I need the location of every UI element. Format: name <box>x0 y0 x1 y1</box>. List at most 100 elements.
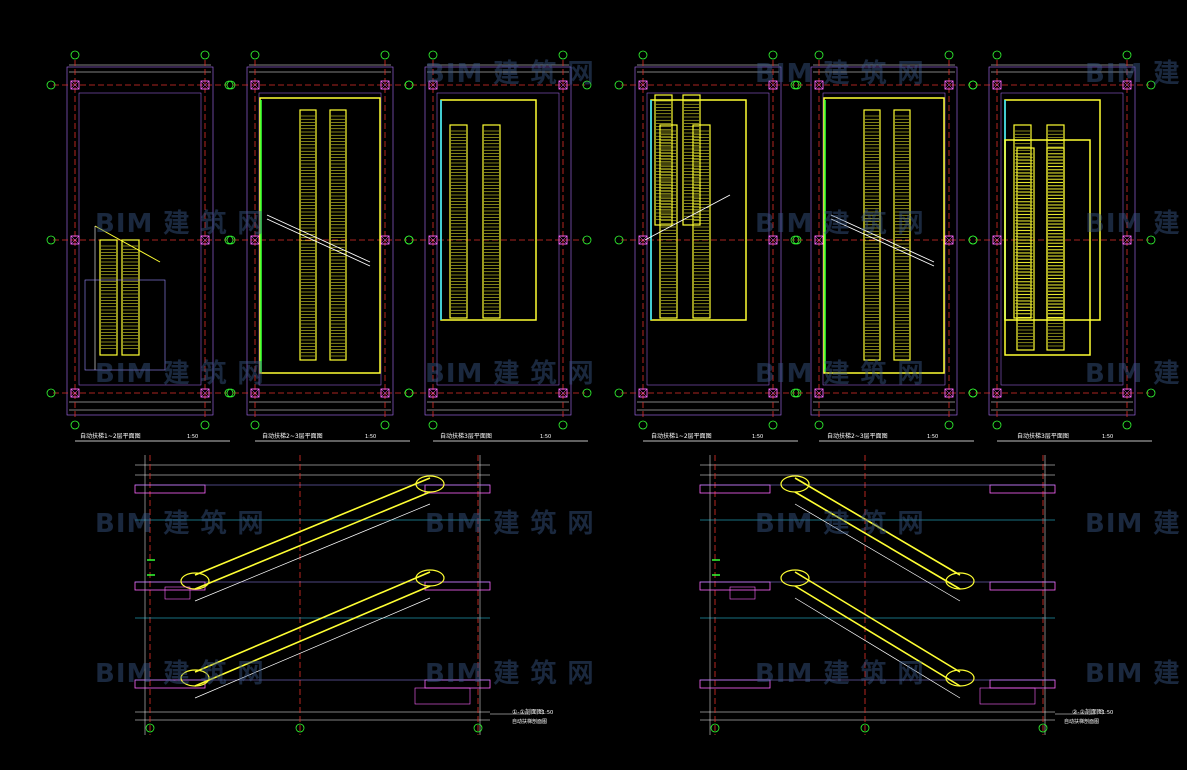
plan-4-scale: 1:50 <box>752 434 763 440</box>
column-marker <box>380 235 390 245</box>
plan-frame-outer <box>66 66 214 416</box>
bim-watermark-logo: BIM 建 筑 网 <box>755 208 925 239</box>
escalator-band <box>121 239 140 356</box>
drawing-linework <box>46 50 1156 735</box>
grid-bubble-top <box>200 50 210 60</box>
grid-bubble-left <box>790 235 800 245</box>
grid-bubble-left <box>968 80 978 90</box>
grid-bubble-bottom <box>860 723 870 733</box>
column-hatch <box>200 388 210 398</box>
grid-bubble-top <box>638 50 648 60</box>
column-marker <box>944 235 954 245</box>
grid-bubble-top <box>1122 50 1132 60</box>
break-line <box>830 218 935 267</box>
bim-watermark-logo: BIM 建 筑 网 <box>425 508 595 539</box>
column-hatch <box>814 80 824 90</box>
section-2-scale: 1:50 <box>1102 710 1113 716</box>
column-hatch <box>638 235 648 245</box>
column-hatch <box>558 388 568 398</box>
column-marker <box>70 388 80 398</box>
column-hatch <box>428 80 438 90</box>
plan-frame-outer <box>634 66 782 416</box>
plan-2-scale: 1:50 <box>365 434 376 440</box>
bim-watermark-logo: BIM 建 筑 网 <box>1085 358 1187 389</box>
plan-2-title: 自动扶梯2~3层平面图 <box>262 432 323 440</box>
column-hatch <box>380 235 390 245</box>
grid-bubble-right <box>582 388 592 398</box>
escalator-band <box>482 124 501 319</box>
column-hatch <box>250 235 260 245</box>
grid-bubble-bottom <box>295 723 305 733</box>
grid-bubble-top <box>814 50 824 60</box>
grid-bubble-bottom <box>814 420 824 430</box>
column-marker <box>250 388 260 398</box>
plan-frame-inner <box>1000 92 1124 386</box>
grid-bubble-bottom <box>768 420 778 430</box>
escalator-pit <box>164 586 191 600</box>
column-hatch <box>380 388 390 398</box>
newel-top <box>415 475 445 493</box>
column-marker <box>428 388 438 398</box>
column-marker <box>944 80 954 90</box>
column-hatch <box>1122 388 1132 398</box>
column-hatch <box>428 388 438 398</box>
escalator-handrail <box>194 477 431 576</box>
column-marker <box>768 388 778 398</box>
escalator-band <box>1046 147 1065 351</box>
newel-top <box>415 569 445 587</box>
pit-outline <box>84 279 166 371</box>
grid-bubble-bottom <box>70 420 80 430</box>
grid-bubble-right <box>1146 235 1156 245</box>
column-marker <box>638 80 648 90</box>
grid-bubble-left <box>968 388 978 398</box>
bim-watermark-logo: BIM 建 筑 网 <box>425 58 595 89</box>
newel-bottom <box>180 572 210 590</box>
grid-bubble-bottom <box>250 420 260 430</box>
column-marker <box>814 388 824 398</box>
escalator-handrail <box>794 571 961 673</box>
break-line <box>266 214 371 263</box>
watermark-layer: BIM 建 筑 网 BIM 建 筑 网 BIM 建 筑 网 BIM 建 筑 网 BIM … <box>95 58 1187 689</box>
column-marker <box>814 235 824 245</box>
section-1-note: 自动扶梯剖面图 <box>512 718 547 725</box>
escalator-truss <box>194 491 431 590</box>
escalator-pit <box>414 687 471 705</box>
column-marker <box>70 80 80 90</box>
escalator-truss-bottom <box>194 503 431 602</box>
bim-watermark-logo: BIM 建 筑 网 <box>1085 658 1187 689</box>
grid-bubble-left <box>404 235 414 245</box>
escalator-handrail <box>194 571 431 673</box>
grid-bubble-right <box>1146 388 1156 398</box>
column-hatch <box>70 388 80 398</box>
escalator-pit <box>979 687 1036 705</box>
bim-watermark-logo: BIM 建 筑 网 <box>755 358 925 389</box>
column-marker <box>768 235 778 245</box>
grid-bubble-bottom <box>638 420 648 430</box>
column-hatch <box>70 80 80 90</box>
column-marker <box>250 80 260 90</box>
column-marker <box>944 388 954 398</box>
escalator-band <box>449 124 468 319</box>
plan-5-title: 自动扶梯2~3层平面图 <box>827 432 888 440</box>
escalator-band <box>659 124 678 319</box>
column-hatch <box>638 388 648 398</box>
newel-top <box>780 475 810 493</box>
column-hatch <box>992 80 1002 90</box>
grid-bubble-top <box>428 50 438 60</box>
column-hatch <box>944 80 954 90</box>
column-hatch <box>638 80 648 90</box>
escalator-band <box>329 109 347 361</box>
grid-bubble-left <box>46 388 56 398</box>
grid-bubble-top <box>944 50 954 60</box>
grid-bubble-right <box>582 235 592 245</box>
column-marker <box>992 388 1002 398</box>
escalator-band <box>893 109 911 361</box>
grid-bubble-bottom <box>200 420 210 430</box>
escalator-handrail <box>794 477 961 576</box>
grid-bubble-left <box>46 235 56 245</box>
escalator-pit <box>729 586 756 600</box>
grid-bubble-bottom <box>558 420 568 430</box>
column-hatch <box>428 235 438 245</box>
grid-bubble-left <box>790 388 800 398</box>
break-line <box>644 194 731 241</box>
